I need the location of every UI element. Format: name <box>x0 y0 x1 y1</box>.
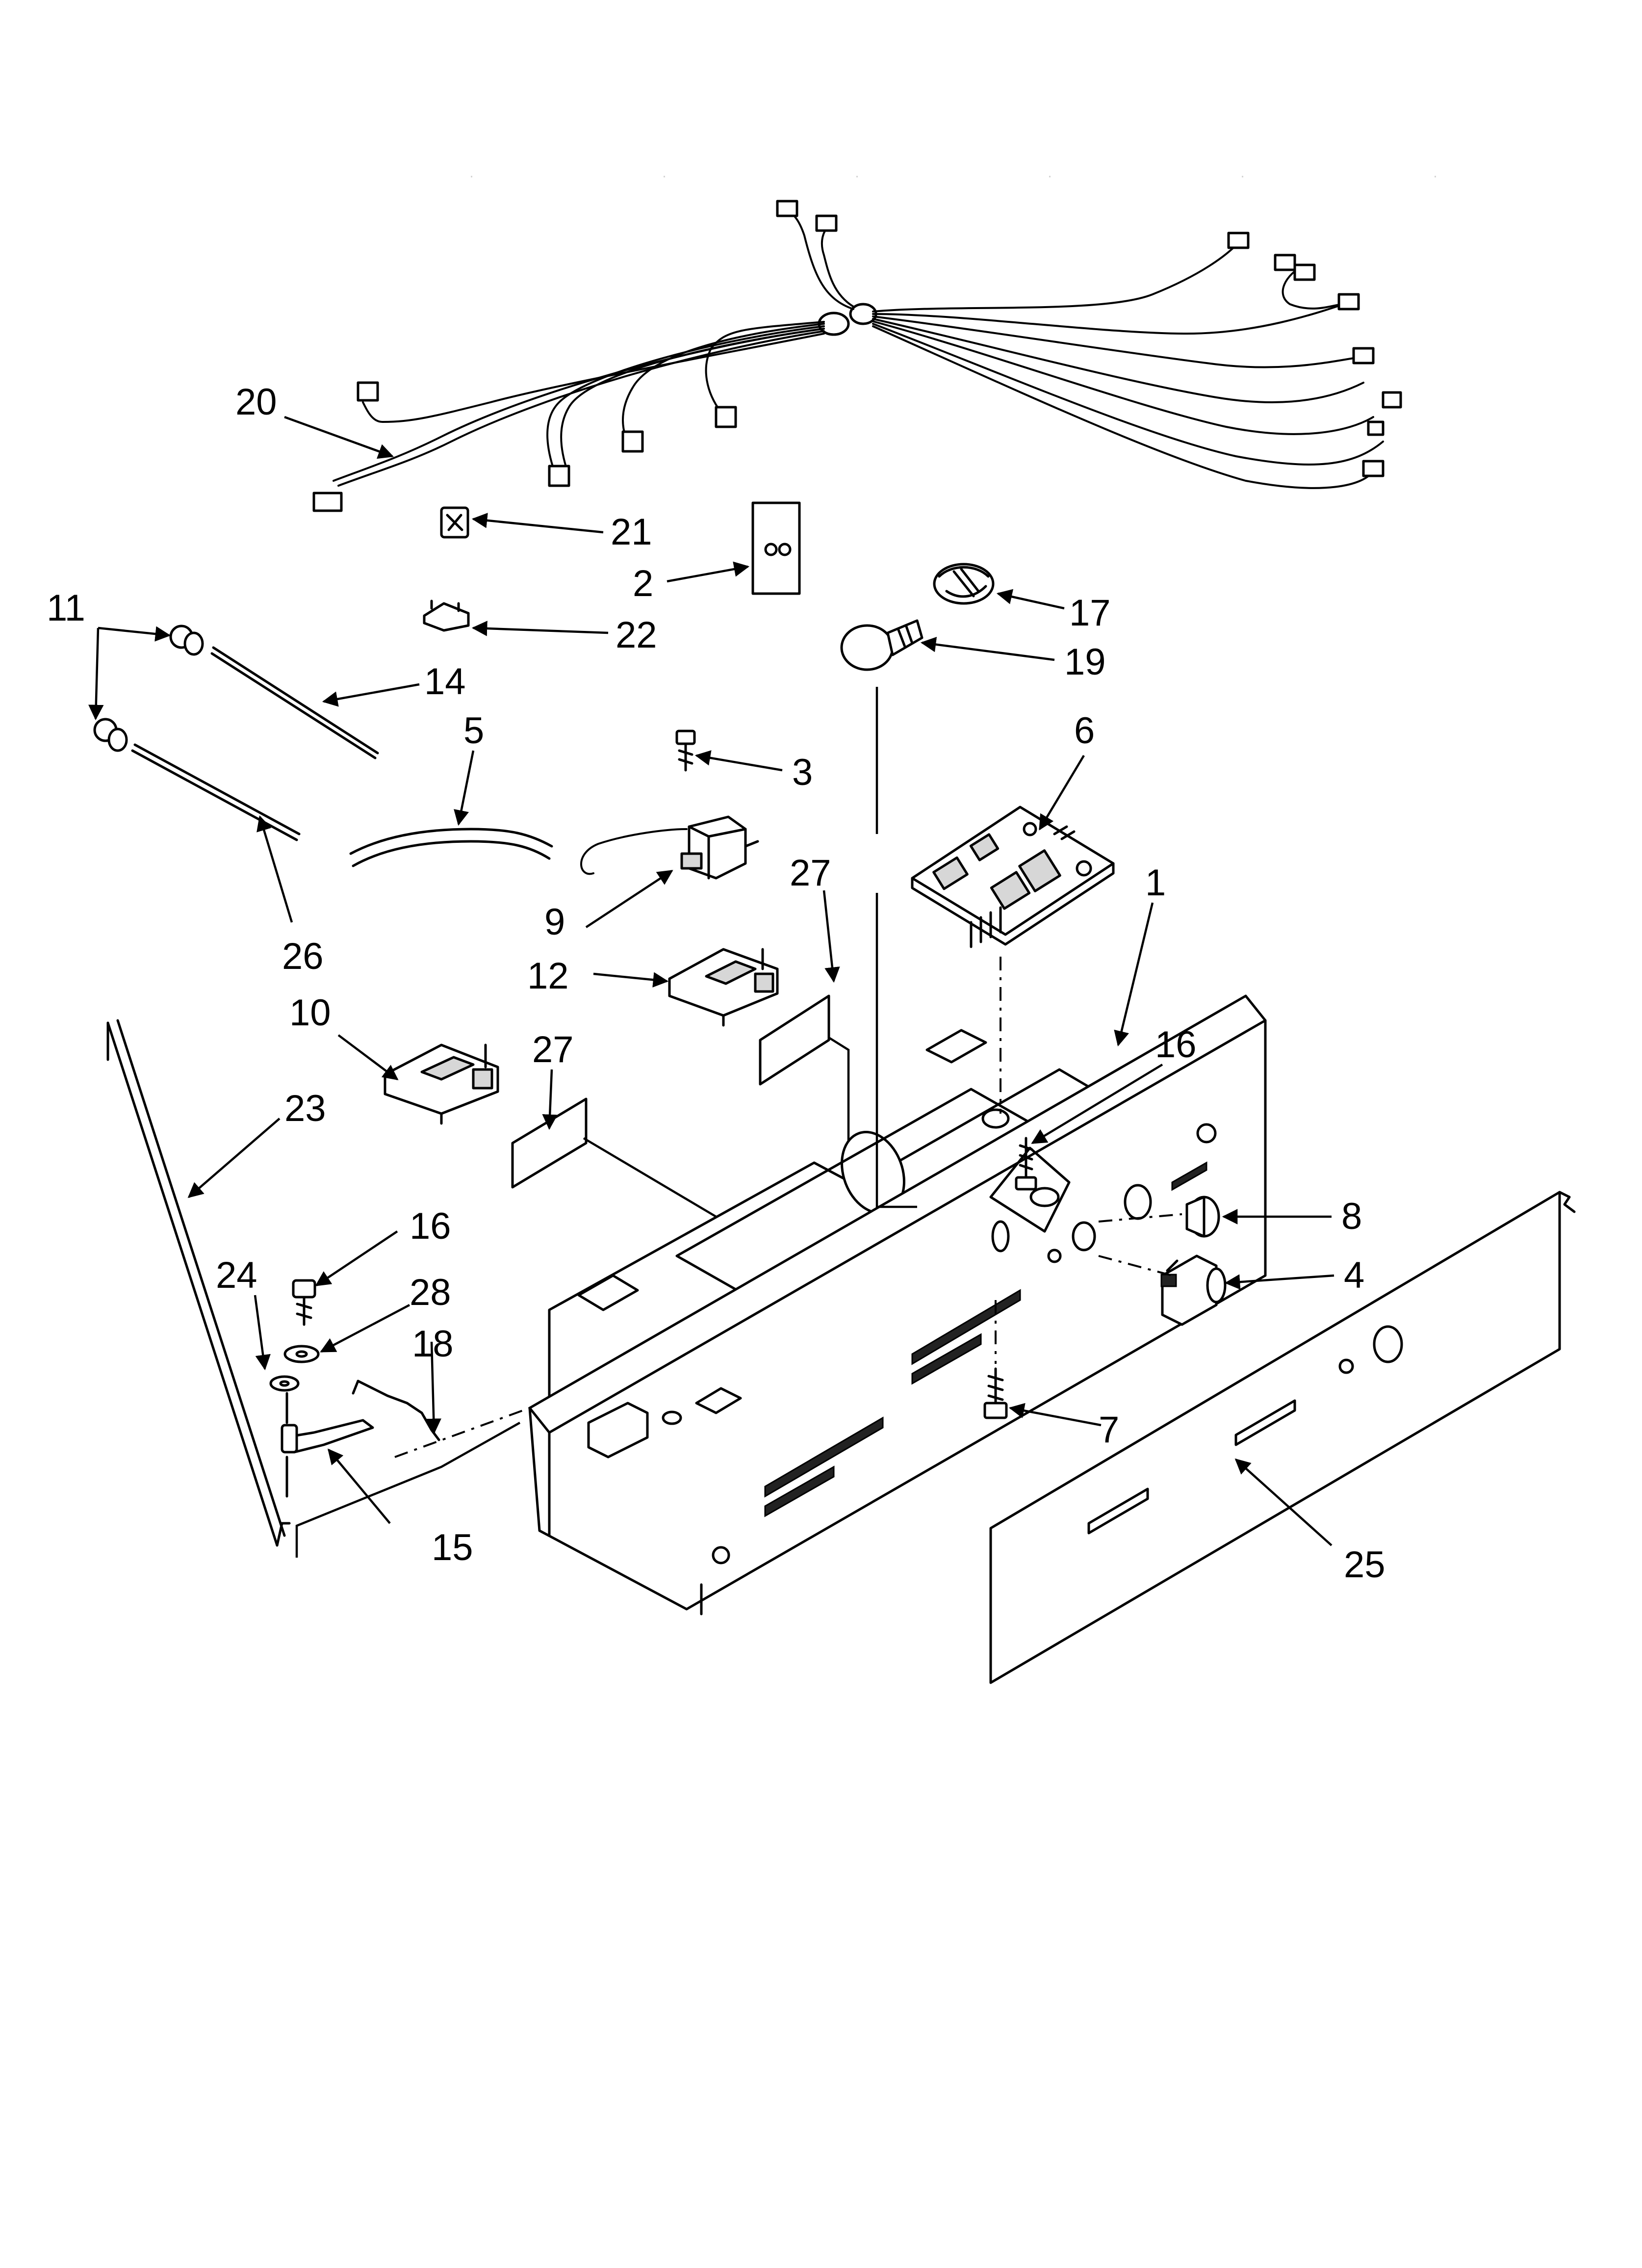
callout-16-lower: 16 <box>410 1205 451 1247</box>
small-clip-part-21 <box>440 506 469 539</box>
callout-21: 21 <box>611 511 652 553</box>
screw-part-3 <box>675 730 696 772</box>
tube-and-grommet-parts <box>93 625 379 841</box>
callout-23: 23 <box>284 1088 326 1129</box>
callout-2: 2 <box>633 563 653 604</box>
thermostat-alignment-line <box>1098 1255 1173 1277</box>
callout-11: 11 <box>47 587 85 629</box>
callout-18: 18 <box>412 1323 454 1365</box>
screw-part-7 <box>983 1300 1008 1419</box>
callout-27-lower: 27 <box>532 1029 574 1070</box>
leader-lines <box>88 416 1334 1546</box>
callout-5: 5 <box>463 710 484 752</box>
callout-19: 19 <box>1064 641 1106 683</box>
callout-24: 24 <box>216 1254 257 1296</box>
callout-15: 15 <box>432 1527 473 1568</box>
callout-17: 17 <box>1069 592 1111 634</box>
callout-1: 1 <box>1145 862 1166 904</box>
label-part-27 <box>511 994 861 1364</box>
callout-6: 6 <box>1074 710 1095 752</box>
control-board-part <box>911 806 1115 948</box>
callout-8: 8 <box>1341 1196 1362 1237</box>
insulation-pad-part <box>751 501 801 595</box>
screw-part-16-upper <box>1015 1137 1037 1191</box>
callout-20: 20 <box>235 381 277 423</box>
callout-labels: 20 21 2 17 19 11 22 14 5 3 6 27 1 9 26 1… <box>47 381 1385 1586</box>
callout-9: 9 <box>544 901 565 943</box>
lamp-socket-part <box>933 563 995 605</box>
callout-22: 22 <box>616 614 657 656</box>
bulb-alignment-line <box>875 687 917 1208</box>
hinge-hardware-parts <box>269 1279 530 1558</box>
knob-alignment-line <box>1098 1213 1182 1223</box>
control-panel-overlay-part <box>989 1191 1576 1684</box>
light-bulb-part <box>840 619 924 671</box>
callout-16-upper: 16 <box>1155 1024 1197 1066</box>
callout-12: 12 <box>527 955 569 997</box>
drain-tube-part <box>349 828 553 867</box>
control-housing-part <box>528 994 1267 1616</box>
wire-harness-part <box>312 200 1402 512</box>
callout-25: 25 <box>1344 1544 1385 1586</box>
retainer-clip-part-22 <box>423 600 470 632</box>
damper-control-part <box>580 815 759 880</box>
callout-7: 7 <box>1099 1409 1119 1451</box>
callout-10: 10 <box>289 992 331 1034</box>
thermostat-part <box>1160 1254 1227 1326</box>
bracket-part-12 <box>668 948 779 1027</box>
bracket-part-10 <box>384 1043 499 1125</box>
callout-4: 4 <box>1344 1254 1364 1296</box>
callout-26: 26 <box>282 936 324 977</box>
callout-27-upper: 27 <box>790 852 831 894</box>
callout-3: 3 <box>792 752 813 793</box>
callout-28: 28 <box>410 1272 451 1313</box>
trim-strip-part <box>106 1019 291 1547</box>
callout-14: 14 <box>424 661 466 703</box>
knob-part <box>1185 1196 1220 1238</box>
